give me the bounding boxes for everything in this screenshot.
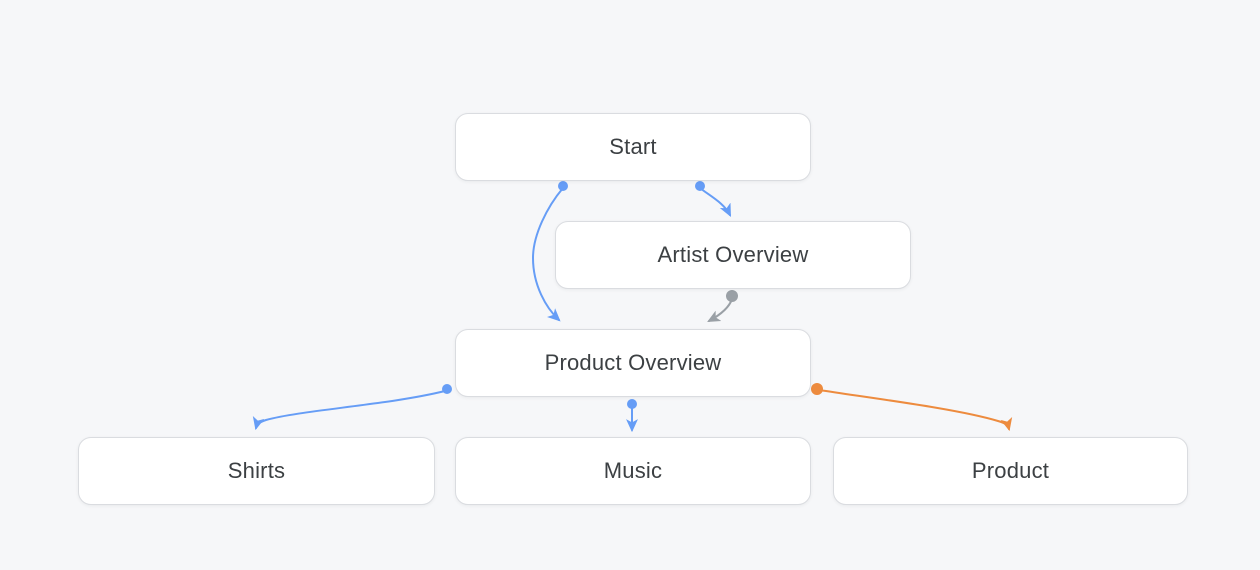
edge-source-dot-product-overview-to-shirts [442,384,452,394]
node-product-overview-label: Product Overview [544,350,722,375]
node-product-overview[interactable]: Product Overview [455,329,811,397]
edge-product-overview-to-product [818,389,1013,432]
edge-artist-overview-to-product-overview [707,298,733,323]
edge-source-dot-product-overview-to-product [811,383,823,395]
node-music[interactable]: Music [455,437,811,505]
node-product-label: Product [971,458,1050,483]
node-music-label: Music [603,458,663,483]
edge-source-dot-start-to-artist-overview [695,181,705,191]
edge-source-dot-artist-overview-to-product-overview [726,290,738,302]
node-artist-overview[interactable]: Artist Overview [555,221,911,289]
edge-product-overview-to-shirts [252,390,446,431]
node-start-label: Start [609,134,657,159]
edge-source-dot-product-overview-to-music [627,399,637,409]
node-shirts[interactable]: Shirts [78,437,435,505]
node-artist-overview-label: Artist Overview [657,242,809,267]
node-start[interactable]: Start [455,113,811,181]
edge-start-to-artist-overview [699,187,731,217]
node-product[interactable]: Product [833,437,1188,505]
node-shirts-label: Shirts [227,458,286,483]
edge-source-dot-start-to-product-overview [558,181,568,191]
